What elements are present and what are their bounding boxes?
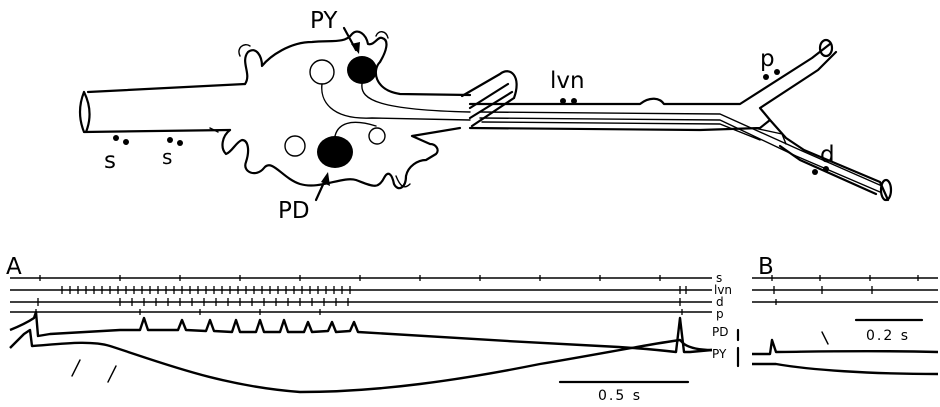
d-nerve-label: d [820,142,835,168]
panel-a: A s lvn d p PD PY 0.5 s [6,254,738,404]
neuron-axons [322,84,470,136]
nerve-spikes [36,275,686,315]
soma-open-3 [369,128,385,144]
electrode-dot [167,137,173,143]
panel-b: B 0.2 s [752,254,938,374]
s-nerve-label-right: s [162,145,172,169]
s-nerve-label-left: s [104,148,116,174]
pd-neuron [317,136,353,168]
stimulus-mark [108,366,116,382]
electrode-dot [812,169,818,175]
electrode-dot [177,140,183,146]
trace-label-p: p [716,307,724,321]
electrode-dot [774,69,780,75]
trace-label-pd: PD [712,325,728,339]
electrode-dot [123,139,129,145]
pd-label: PD [278,198,310,224]
stomatogastric-nerve [80,84,245,132]
electrode-dot [560,98,566,104]
dendrite-stubs [210,32,410,187]
lvn-label: lvn [550,68,585,94]
stimulus-mark-b [822,332,828,344]
ganglion-diagram: PY PD s s lvn p d [80,8,891,224]
trace-b-py [752,364,938,374]
py-neuron [347,56,377,84]
scale-bar-b-label: 0.2 s [866,328,910,344]
soma-open-2 [285,136,305,156]
trace-b-pd [752,340,938,354]
electrode-dot [571,98,577,104]
stimulus-mark [72,360,80,376]
panel-a-label: A [6,254,22,280]
py-arrow-head [351,42,360,54]
soma-open-1 [310,60,334,84]
scale-bar-a-label: 0.5 s [598,388,642,404]
electrode-dot [763,74,769,80]
electrode-dot [113,135,119,141]
p-nerve-label: p [760,46,775,72]
trace-pd [10,312,712,352]
py-label: PY [310,8,338,34]
trace-label-py: PY [712,347,727,361]
